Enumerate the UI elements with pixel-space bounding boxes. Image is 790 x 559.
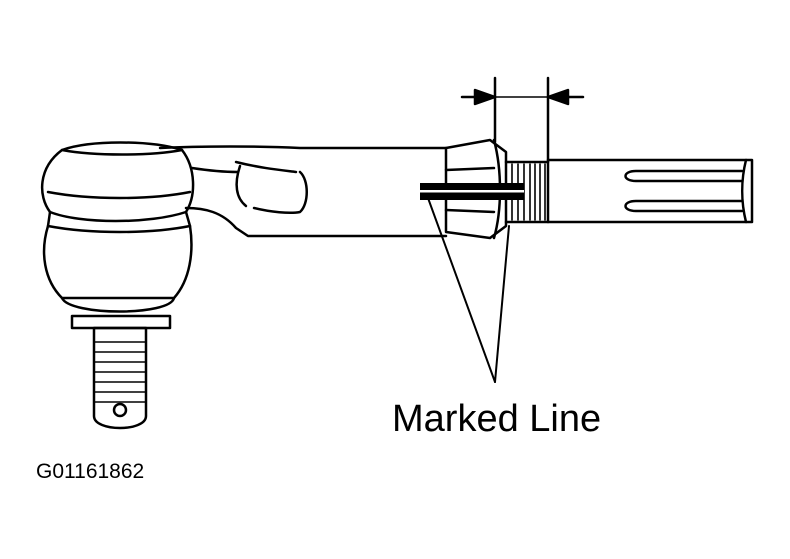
figure-id: G01161862 <box>36 460 145 483</box>
dimension-indicator <box>460 76 585 162</box>
ball-socket-housing <box>40 141 195 330</box>
cotter-pin-hole <box>112 402 128 418</box>
callout-leaders <box>427 197 510 383</box>
threaded-stud <box>92 326 148 430</box>
tie-rod <box>546 158 754 224</box>
marked-line-stripe <box>420 190 524 193</box>
marked-line-label: Marked Line <box>392 398 602 440</box>
tie-rod-end-body <box>158 145 448 238</box>
